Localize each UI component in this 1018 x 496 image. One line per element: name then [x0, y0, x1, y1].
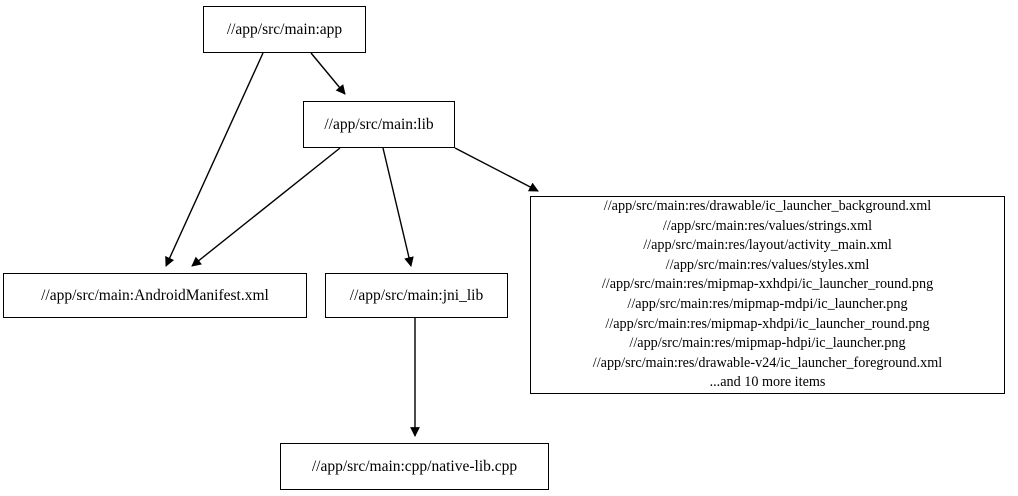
graph-node-res-files-label: //app/src/main:res/drawable/ic_launcher_… [531, 197, 1004, 393]
graph-node-res-files-line: //app/src/main:res/layout/activity_main.… [643, 237, 892, 254]
graph-node-res-files-line: //app/src/main:res/values/styles.xml [665, 256, 870, 273]
graph-node-res-files-line: ...and 10 more items [709, 374, 826, 391]
graph-node-native-lib-cpp[interactable]: //app/src/main:cpp/native-lib.cpp [280, 443, 549, 490]
graph-node-app[interactable]: //app/src/main:app [203, 6, 366, 53]
graph-node-res-files-line: //app/src/main:res/mipmap-xxhdpi/ic_laun… [601, 276, 934, 293]
edge-lib-to-jni-lib [382, 147, 414, 267]
graph-node-androidmanifest-label: //app/src/main:AndroidManifest.xml [41, 286, 269, 304]
edge-app-to-lib [310, 52, 346, 95]
graph-node-res-files-line: //app/src/main:res/drawable/ic_launcher_… [603, 198, 932, 215]
graph-node-res-files-line: //app/src/main:res/mipmap-xhdpi/ic_launc… [605, 315, 930, 332]
graph-node-lib-label: //app/src/main:lib [324, 115, 434, 133]
graph-node-res-files-line: //app/src/main:res/mipmap-mdpi/ic_launch… [627, 296, 908, 312]
graph-node-androidmanifest[interactable]: //app/src/main:AndroidManifest.xml [3, 273, 307, 318]
graph-node-jni-lib[interactable]: //app/src/main:jni_lib [325, 273, 508, 318]
graph-node-res-files-line: //app/src/main:res/values/strings.xml [662, 217, 873, 234]
graph-node-jni-lib-label: //app/src/main:jni_lib [349, 286, 484, 304]
edge-lib-to-manifest [191, 147, 341, 267]
edge-lib-to-res-files [454, 147, 539, 192]
graph-node-native-lib-cpp-label: //app/src/main:cpp/native-lib.cpp [311, 457, 518, 475]
graph-node-res-files-line: //app/src/main:res/drawable-v24/ic_launc… [592, 354, 943, 371]
graph-node-res-files-line: //app/src/main:res/mipmap-hdpi/ic_launch… [629, 335, 906, 352]
edge-app-to-manifest [165, 52, 264, 267]
graph-node-lib[interactable]: //app/src/main:lib [303, 101, 455, 148]
graph-node-app-label: //app/src/main:app [226, 20, 343, 38]
graph-node-res-files[interactable]: //app/src/main:res/drawable/ic_launcher_… [530, 196, 1005, 394]
